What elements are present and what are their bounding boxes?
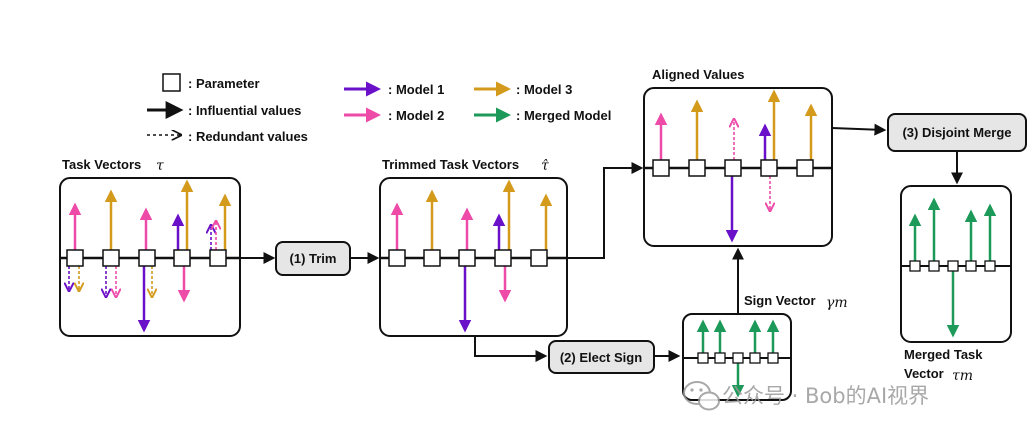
trimmed-panel: Trimmed Task Vectors τ̂ [379, 157, 568, 337]
flow-arrow [567, 162, 644, 259]
legend-redundant: : Redundant values [188, 129, 308, 144]
watermark-text: 公众号 · Bob的AI视界 [722, 384, 929, 408]
legend-model3: : Model 3 [516, 82, 572, 97]
aligned-title: Aligned Values [652, 67, 744, 82]
watermark: 公众号 · Bob的AI视界 [683, 381, 929, 411]
merged-parameters [909, 260, 996, 272]
merged-task-vector-panel: Merged Task Vector τm [900, 185, 1012, 384]
legend-model2: : Model 2 [388, 108, 444, 123]
trimmed-parameters [388, 249, 548, 267]
merged-title-line1: Merged Task [904, 347, 983, 362]
legend-model1: : Model 1 [388, 82, 444, 97]
wechat-logo-icon [683, 381, 720, 411]
legend: : Parameter : Influential values : Redun… [147, 73, 611, 144]
trim-step: (1) Trim [275, 241, 351, 276]
flow-arrow [831, 123, 887, 136]
task-vectors-panel: Task Vectors τ [59, 157, 241, 337]
aligned-values-panel: Aligned Values [643, 67, 833, 247]
aligned-arrows [654, 89, 818, 243]
disjoint-merge-label: (3) Disjoint Merge [902, 125, 1011, 140]
legend-merged-model: : Merged Model [516, 108, 611, 123]
merged-title-line2: Vector [904, 366, 944, 381]
sign-vector-title: Sign Vector [744, 293, 816, 308]
sign-vector-parameters [697, 352, 779, 364]
disjoint-merge-step: (3) Disjoint Merge [887, 113, 1027, 152]
sign-vector-panel: Sign Vector γm [682, 293, 848, 401]
elect-sign-label: (2) Elect Sign [560, 350, 642, 365]
trimmed-title: Trimmed Task Vectors [382, 157, 519, 172]
trimmed-arrows [390, 179, 553, 333]
sign-vector-arrows [696, 319, 780, 398]
task-vectors-title: Task Vectors [62, 157, 141, 172]
merged-arrows [908, 197, 997, 338]
elect-sign-step: (2) Elect Sign [548, 340, 655, 374]
trimmed-symbol: τ̂ [541, 158, 549, 174]
aligned-parameters [652, 159, 814, 177]
legend-parameter: : Parameter [188, 76, 260, 91]
task-vectors-symbol: τ [156, 158, 164, 174]
task-vectors-parameters [66, 249, 227, 267]
merged-symbol: τm [952, 368, 973, 384]
trim-step-label: (1) Trim [290, 251, 337, 266]
parameter-square-icon [162, 73, 181, 92]
task-vectors-arrows [69, 179, 232, 333]
legend-influential: : Influential values [188, 103, 301, 118]
flow-arrow [474, 336, 548, 362]
sign-vector-symbol: γm [826, 295, 848, 311]
